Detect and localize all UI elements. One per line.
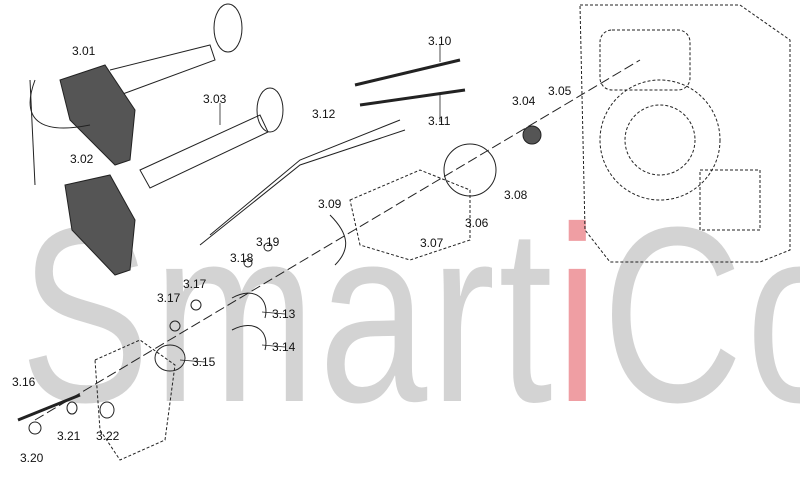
electrode-3-10: [354, 58, 461, 87]
gearbox-housing: [579, 4, 791, 263]
part-label: 3.06: [465, 216, 489, 230]
part-label: 3.21: [57, 429, 81, 443]
plug-3-20: [28, 421, 42, 435]
part-label: 3.19: [256, 235, 280, 249]
clamp-3-13: [231, 292, 267, 319]
mixing-assembly-3-07: [349, 169, 471, 261]
washer-3-18: [243, 258, 253, 268]
motor-3-02: [64, 174, 136, 276]
part-label: 3.08: [504, 188, 528, 202]
disc-3-06: [443, 143, 497, 197]
nozzle-3-04: [522, 125, 542, 145]
clamp-3-09: [329, 214, 347, 266]
ring-3-22: [99, 401, 115, 419]
axis-line: [34, 59, 641, 421]
part-label: 3.10: [428, 34, 452, 48]
part-label: 3.17: [183, 277, 207, 291]
ignition-cable: [209, 119, 401, 236]
oring-3-15: [154, 344, 186, 372]
watermark-text: Co: [602, 175, 800, 454]
watermark-smartico: SmartiCo: [20, 190, 800, 440]
part-label: 3.20: [20, 451, 44, 465]
part-label: 3.04: [512, 94, 536, 108]
part-label: 3.17: [157, 291, 181, 305]
part-label: 3.12: [312, 107, 336, 121]
washer-3-17: [190, 299, 202, 311]
ring-3-21: [66, 401, 78, 415]
part-label: 3.03: [203, 92, 227, 106]
part-label: 3.13: [272, 307, 296, 321]
part-label: 3.07: [420, 236, 444, 250]
part-label: 3.22: [96, 429, 120, 443]
cover-plate: [94, 339, 176, 461]
watermark-text-red: i: [555, 175, 603, 454]
burner-tube-upper: [109, 3, 243, 96]
motor-3-01: [59, 64, 136, 166]
part-label: 3.05: [548, 84, 572, 98]
cable: [29, 79, 36, 186]
ignition-cable: [199, 129, 406, 246]
clamp-3-14: [231, 325, 267, 351]
part-label: 3.16: [12, 375, 36, 389]
washer-3-17: [169, 320, 181, 332]
part-label: 3.11: [428, 114, 451, 128]
part-label: 3.01: [72, 44, 96, 58]
part-label: 3.15: [192, 355, 216, 369]
burner-tube-3-03: [139, 87, 284, 189]
cable: [29, 79, 91, 129]
part-label: 3.02: [70, 152, 94, 166]
leader-lines: [179, 45, 441, 363]
part-label: 3.14: [272, 340, 296, 354]
part-label: 3.09: [318, 197, 342, 211]
bolt-3-16: [17, 393, 81, 422]
electrode-3-11: [359, 88, 466, 107]
part-label: 3.18: [230, 251, 254, 265]
nut-3-19: [263, 242, 273, 252]
